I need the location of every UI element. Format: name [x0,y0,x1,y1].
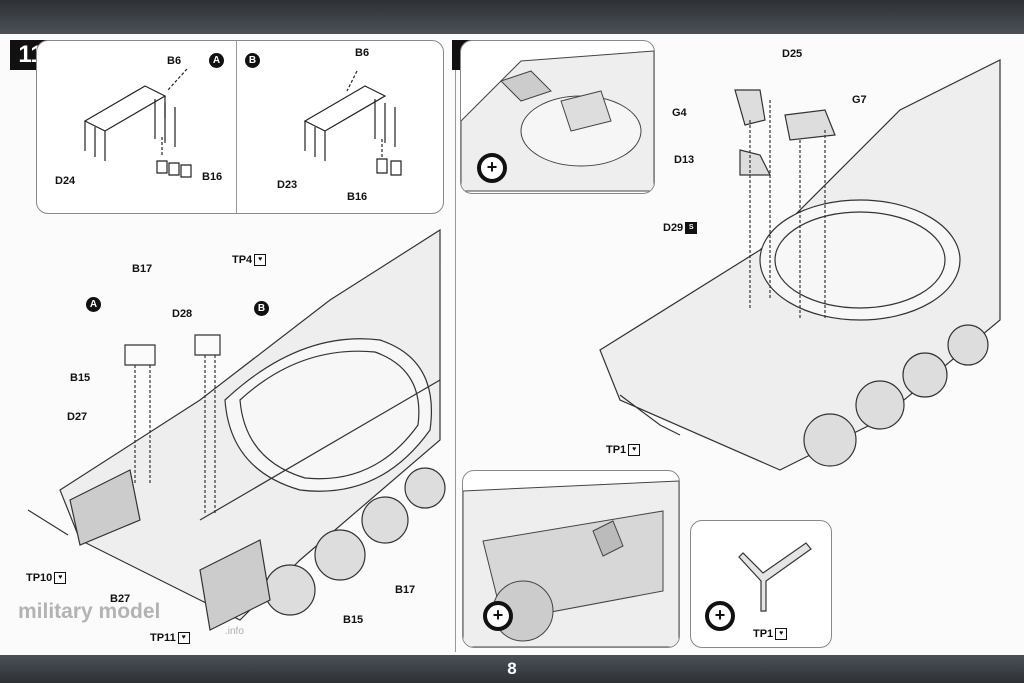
label-g4: G4 [672,107,687,119]
label-tp4: TP4♥ [232,254,267,267]
label-d28: D28 [172,308,193,320]
heart-icon: ♥ [628,444,641,457]
marker-a-main: A [86,297,101,312]
label-b16-a: B16 [202,171,223,183]
inset-drawing [83,68,402,178]
zoom-detail-top [461,50,654,192]
marker-b-main: B [254,301,269,316]
label-b15-left: B15 [70,372,91,384]
label-g7: G7 [852,94,867,106]
magnifier-plus-icon: + [483,601,513,631]
inset-divider [236,41,237,213]
column-divider [455,40,456,652]
label-tp11: TP11♥ [150,632,190,645]
heart-icon: ♥ [254,254,267,267]
label-b17-top: B17 [132,263,153,275]
label-b27: B27 [110,593,131,605]
watermark: military model [18,600,161,623]
heart-icon: ♥ [177,632,190,645]
label-b6-b: B6 [355,47,370,59]
label-d27: D27 [67,411,88,423]
step12-zoom-box-tp1: + TP1♥ [690,520,832,648]
label-b16-b: B16 [347,191,368,203]
label-b6-a: B6 [167,55,182,67]
label-d13: D13 [674,154,695,166]
label-d24: D24 [55,175,76,187]
label-tp1-zoom: TP1♥ [753,628,788,641]
s-icon: S [685,222,698,235]
page-number: 8 [507,659,517,678]
zoom-detail-bottom-left [463,480,679,647]
marker-a: A [209,53,224,68]
label-d23: D23 [277,179,298,191]
top-band [0,0,1024,34]
step12-zoom-box-top: + [460,40,655,194]
heart-icon: ♥ [775,628,788,641]
tp1-part-drawing [738,542,812,612]
label-tp1: TP1♥ [606,444,641,457]
watermark-suffix: .info [225,626,244,637]
label-b15-bottom: B15 [343,614,364,626]
label-tp10: TP10♥ [26,572,67,585]
magnifier-plus-icon: + [477,153,507,183]
step11-inset-box: A B6 D24 B16 B B6 D23 B16 [36,40,444,214]
step12-zoom-box-bottom-left: + [462,470,680,648]
magnifier-plus-icon: + [705,601,735,631]
bottom-band [0,655,1024,683]
label-b17-bottom: B17 [395,584,416,596]
label-d25: D25 [782,48,803,60]
marker-b: B [245,53,260,68]
heart-icon: ♥ [54,572,67,585]
